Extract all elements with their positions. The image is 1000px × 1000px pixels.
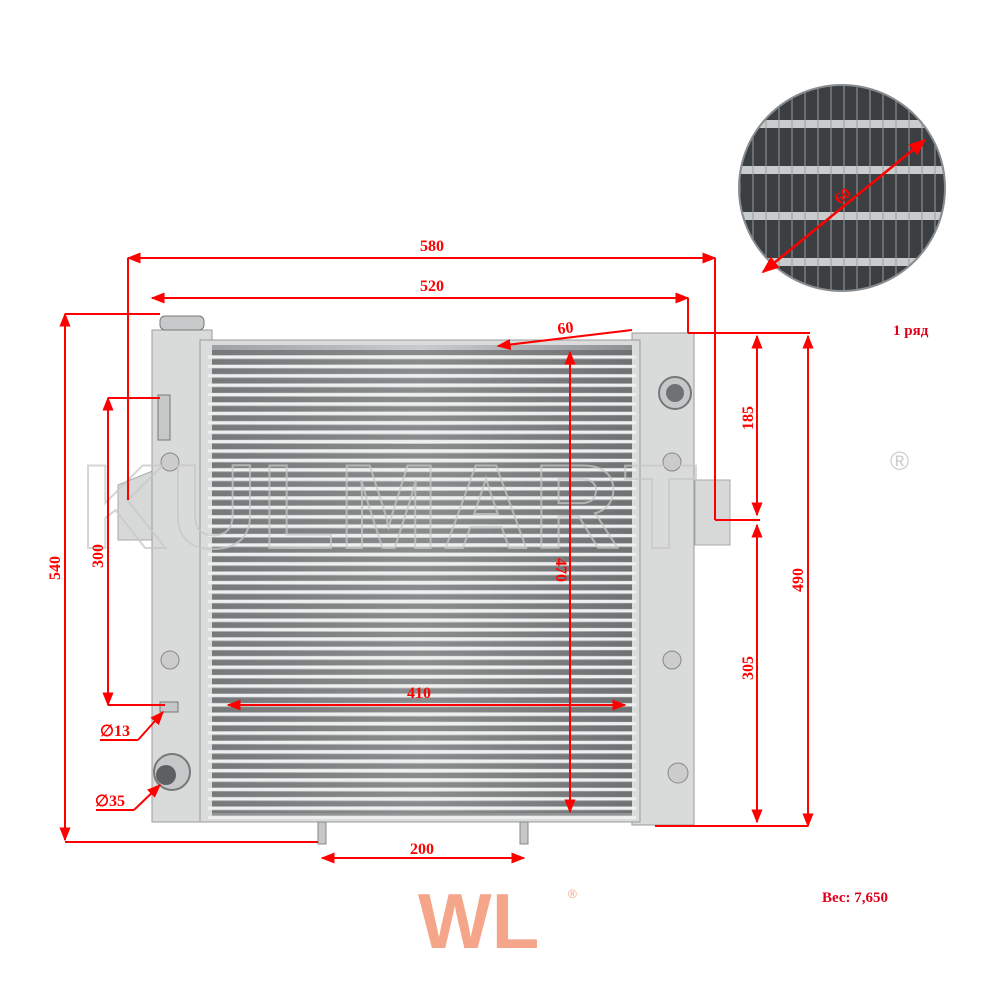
wl-logo: WL [418, 877, 539, 965]
dim-large-pipe: ∅35 [95, 793, 125, 810]
dimension-lines [59, 252, 814, 864]
dim-mount-spacing: 200 [410, 841, 434, 858]
watermark: KULMART [80, 440, 701, 574]
watermark-registered: ® [890, 446, 909, 476]
dim-outlet-height: 300 [90, 544, 107, 568]
dim-small-pipe: ∅13 [100, 723, 130, 740]
fin-detail-inset: 60 [738, 84, 946, 292]
dim-overall-width: 580 [420, 238, 444, 255]
dim-tank-width: 520 [420, 278, 444, 295]
dim-fin-pitch: 60 [557, 319, 575, 338]
rows-label: 1 ряд [893, 323, 929, 339]
weight-label: Вес: 7,650 [822, 890, 888, 906]
dim-right-lower: 305 [740, 656, 757, 680]
dim-core-height: 470 [552, 558, 569, 582]
dim-right-upper: 185 [740, 406, 757, 430]
dim-right-height: 490 [790, 568, 807, 592]
radiator [117, 315, 731, 845]
dim-overall-height: 540 [47, 556, 64, 580]
logo-registered: ® [568, 887, 577, 901]
dim-core-width: 410 [407, 685, 431, 702]
